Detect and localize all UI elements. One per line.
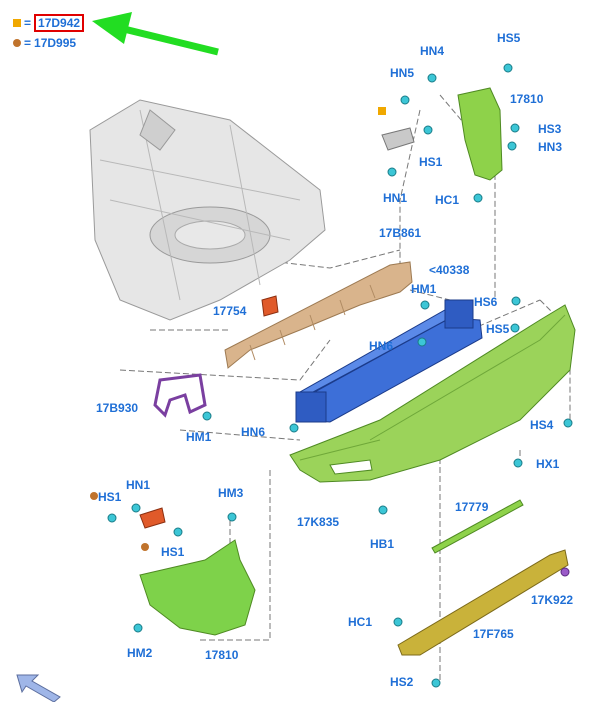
legend-square-code: 17D942	[34, 14, 85, 32]
label-hn4[interactable]: HN4	[420, 44, 445, 58]
label-hn6-low[interactable]: HN6	[241, 425, 266, 439]
label-40338[interactable]: <40338	[429, 263, 470, 277]
bracket-left-red	[139, 507, 166, 529]
fasteners	[107, 63, 573, 688]
label-hm3[interactable]: HM3	[218, 486, 244, 500]
label-hc1-top[interactable]: HC1	[435, 193, 460, 207]
label-hc1-low[interactable]: HC1	[348, 615, 373, 629]
label-17k835[interactable]: 17K835	[297, 515, 340, 529]
bracket-17d942	[381, 127, 415, 151]
label-hs3[interactable]: HS3	[538, 122, 562, 136]
legend-equals: =	[24, 36, 32, 50]
callout-arrow	[92, 12, 219, 56]
label-hn1-left[interactable]: HN1	[126, 478, 151, 492]
label-hs5-mid[interactable]: HS5	[486, 322, 510, 336]
label-hn5[interactable]: HN5	[390, 66, 415, 80]
fastener-17k922	[560, 567, 570, 577]
label-hs4[interactable]: HS4	[530, 418, 554, 432]
nav-arrow-icon[interactable]	[16, 674, 61, 702]
label-hb1[interactable]: HB1	[370, 537, 395, 551]
bracket-17754	[261, 295, 279, 317]
label-hs6[interactable]: HS6	[474, 295, 498, 309]
label-17f765[interactable]: 17F765	[473, 627, 514, 641]
label-17b930[interactable]: 17B930	[96, 401, 139, 415]
label-hs2[interactable]: HS2	[390, 675, 414, 689]
label-hs1-top[interactable]: HS1	[419, 155, 443, 169]
label-hs1-left[interactable]: HS1	[98, 490, 122, 504]
label-17810-low[interactable]: 17810	[205, 648, 239, 662]
legend-circle-marker-2	[141, 543, 149, 551]
bumper-beam	[295, 299, 483, 423]
legend-equals: =	[24, 16, 32, 30]
label-17779[interactable]: 17779	[455, 500, 489, 514]
label-hn6-mid[interactable]: HN6	[369, 339, 394, 353]
label-hs1-low[interactable]: HS1	[161, 545, 185, 559]
side-guide-right	[457, 87, 503, 181]
legend-circle-marker-1	[90, 492, 98, 500]
side-guide-left	[139, 539, 256, 636]
absorber-ribs	[249, 284, 376, 361]
bracket-17b930	[153, 373, 207, 418]
label-hx1[interactable]: HX1	[536, 457, 560, 471]
legend-circle: = 17D995	[13, 36, 76, 50]
label-17810-top[interactable]: 17810	[510, 92, 544, 106]
energy-absorber	[224, 261, 413, 369]
circle-swatch	[13, 39, 21, 47]
trim-strip	[431, 499, 524, 554]
label-hs5-top[interactable]: HS5	[497, 31, 521, 45]
bumper-cover	[289, 304, 576, 483]
legend-circle-code: 17D995	[34, 36, 77, 50]
step-pad	[397, 549, 569, 656]
legend-square: = 17D942	[13, 14, 85, 32]
label-17b861[interactable]: 17B861	[379, 226, 422, 240]
floor-pan	[89, 99, 326, 321]
label-hm1-mid[interactable]: HM1	[411, 282, 437, 296]
label-17754[interactable]: 17754	[213, 304, 247, 318]
label-hn1-top[interactable]: HN1	[383, 191, 408, 205]
legend-square-marker	[378, 107, 386, 115]
label-hm2[interactable]: HM2	[127, 646, 153, 660]
square-swatch	[13, 19, 21, 27]
label-hm1-low[interactable]: HM1	[186, 430, 212, 444]
label-17k922[interactable]: 17K922	[531, 593, 574, 607]
label-hn3[interactable]: HN3	[538, 140, 563, 154]
